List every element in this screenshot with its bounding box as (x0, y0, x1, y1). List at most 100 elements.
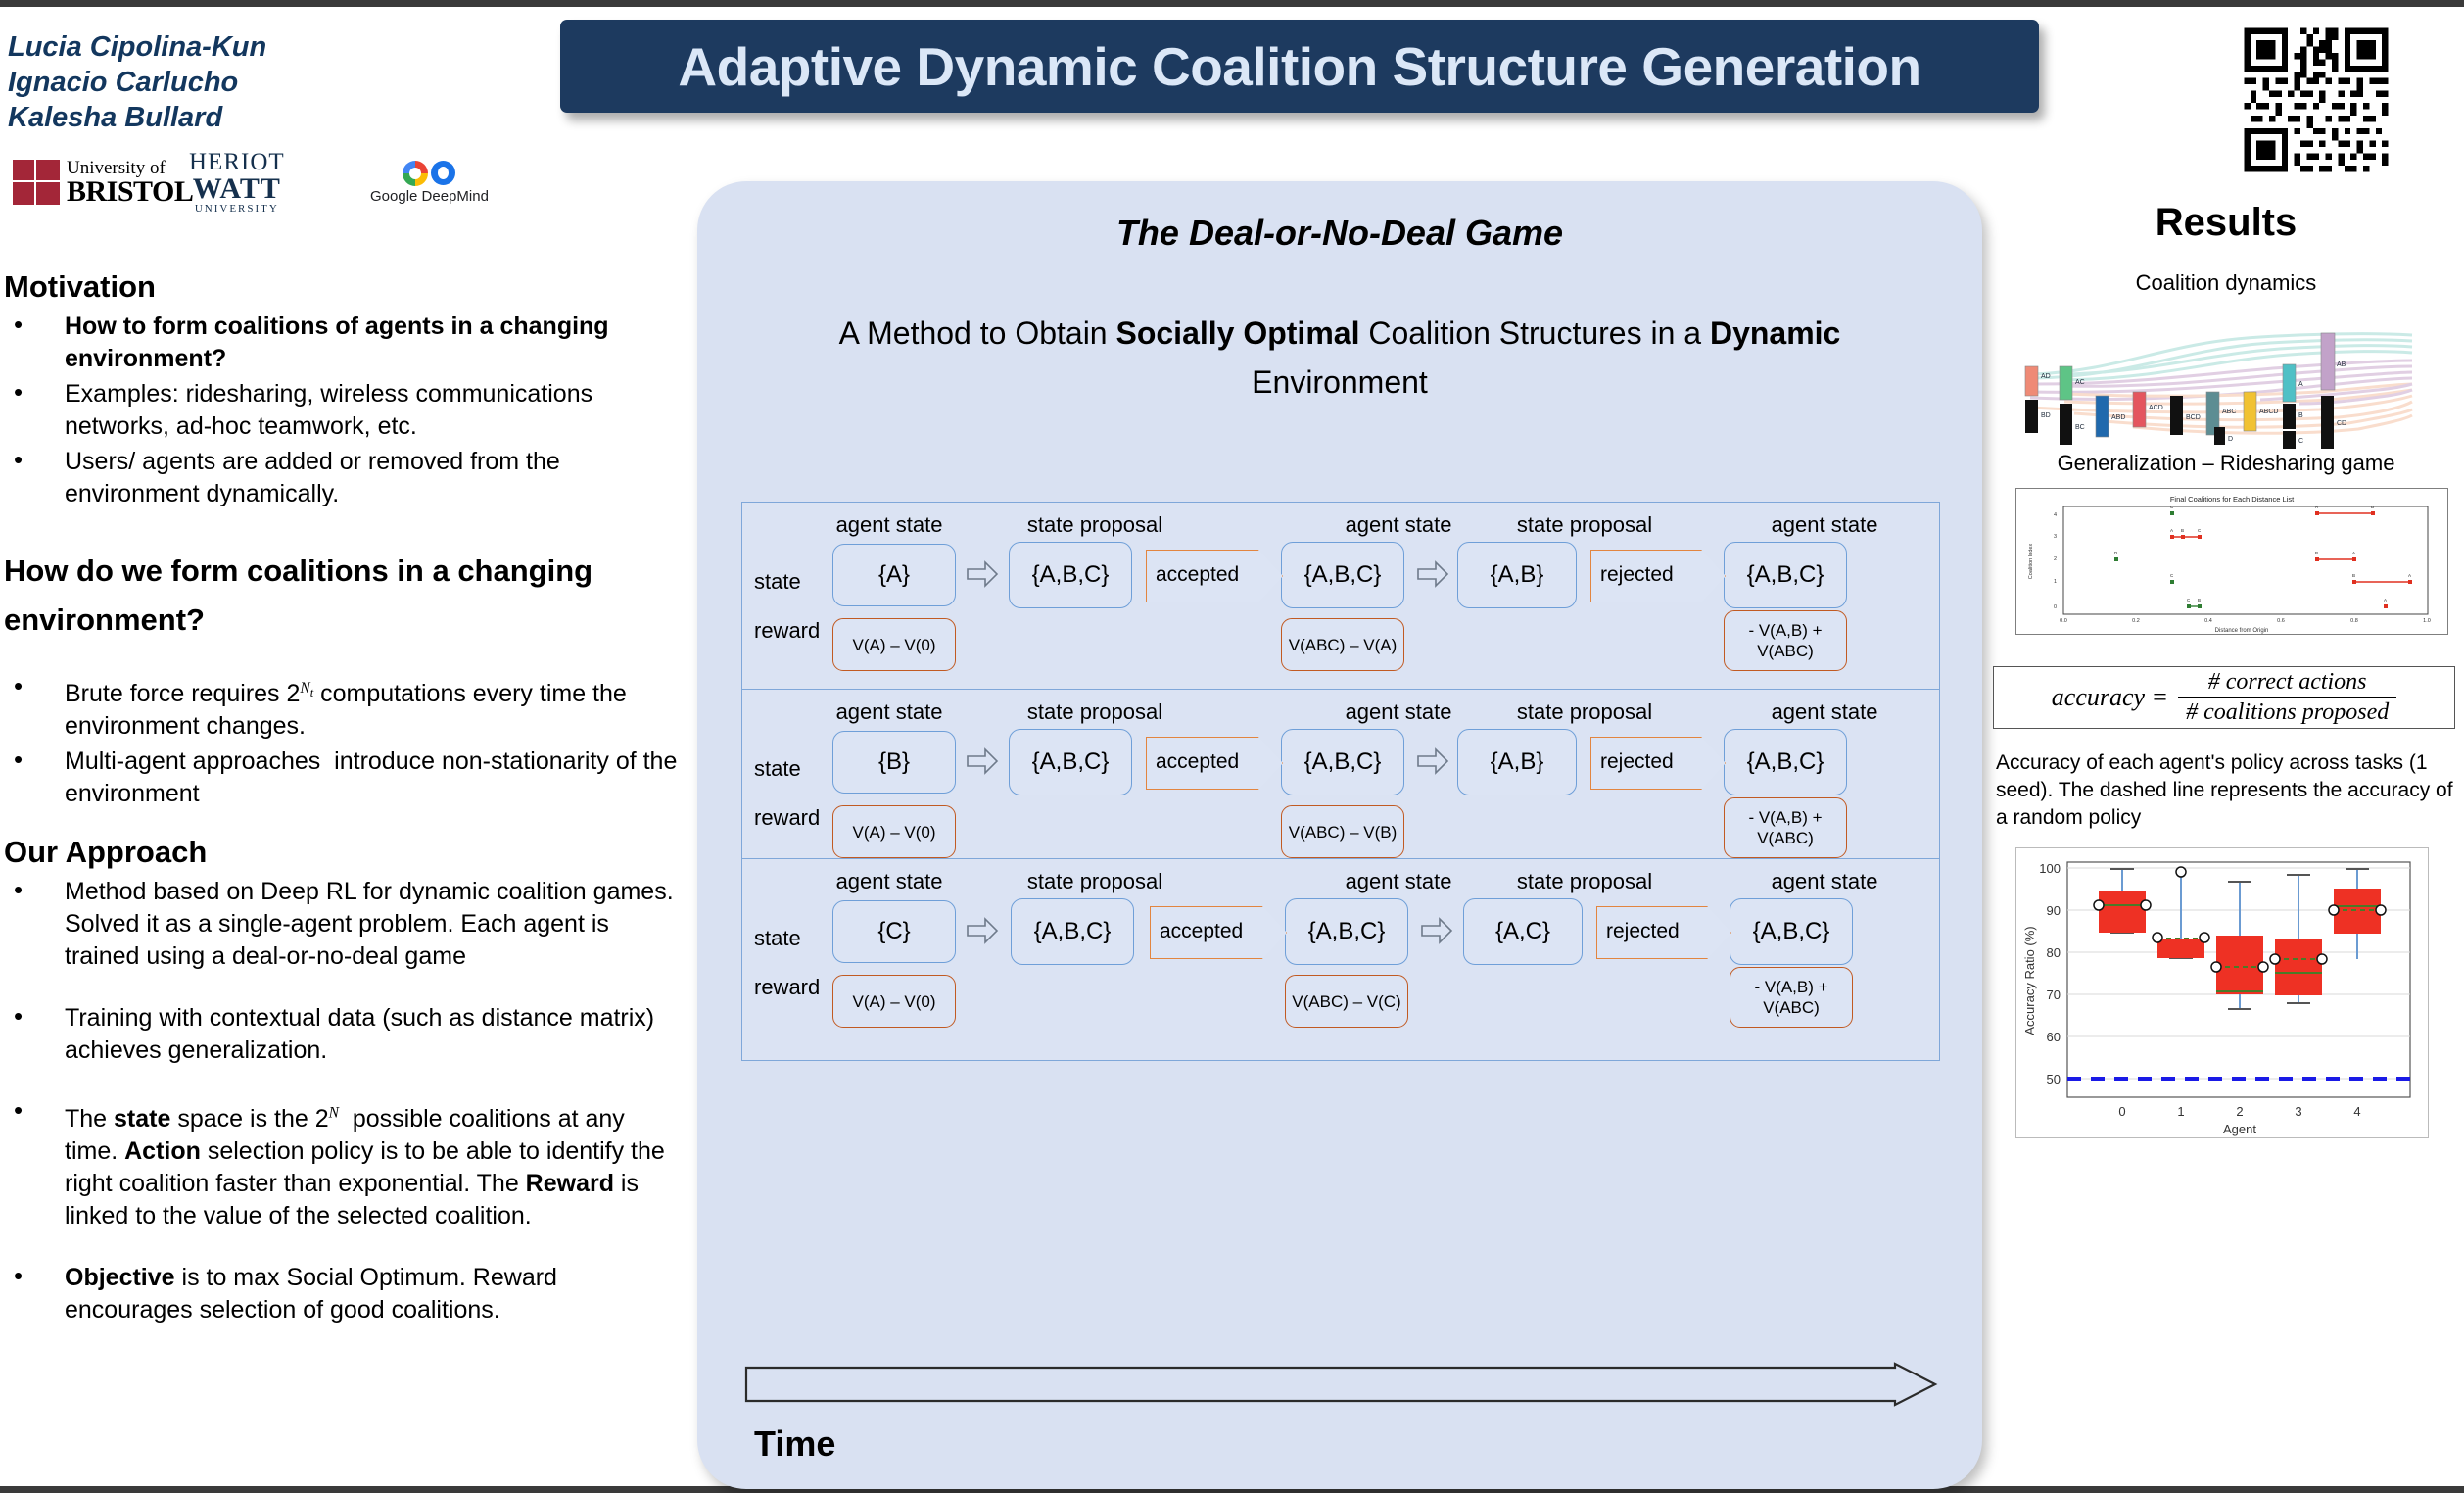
list-item: Examples: ridesharing, wireless communic… (4, 376, 680, 443)
motivation-bullet-text: Examples: ridesharing, wireless communic… (65, 380, 593, 440)
col-header-agent-state: agent state (1771, 699, 1878, 724)
x-tick: 1.0 (2423, 618, 2431, 624)
row-label-state: state (754, 569, 801, 594)
sankey-node-label: ACD (2149, 405, 2163, 411)
bristol-logo-line2: BRISTOL (67, 174, 194, 208)
point-label: C (2187, 598, 2191, 602)
point-label: A (2384, 598, 2387, 602)
row-label-state: state (754, 756, 801, 781)
point-label: C (2170, 505, 2174, 509)
proposal-node: {A,B} (1457, 542, 1577, 608)
method-part-3: Coalition Structures in a (1359, 315, 1710, 351)
boxplot-agent-3 (2269, 874, 2328, 1004)
col-header-state-proposal: state proposal (1516, 512, 1653, 537)
poster-title-banner: Adaptive Dynamic Coalition Structure Gen… (560, 20, 2039, 113)
col-header-agent-state: agent state (1771, 869, 1878, 893)
decision-chevron-rejected: rejected (1596, 906, 1731, 959)
point-label: B (2371, 505, 2374, 509)
time-axis-arrow-icon (744, 1362, 1938, 1407)
point-label: B (2352, 573, 2355, 578)
sankey-node-label: AB (2337, 361, 2346, 368)
col-header-agent-state: agent state (1771, 512, 1878, 537)
motivation-bullet-text: Users/ agents are added or removed from … (65, 448, 560, 507)
sankey-node-label: B (2298, 412, 2303, 419)
proposal-node: {A,B,C} (1009, 729, 1132, 795)
boxplot-agent-2 (2210, 881, 2269, 1010)
bottom-edge-strip (0, 1486, 2464, 1493)
row-label-reward: reward (754, 805, 821, 830)
coalition-dynamics-sankey-chart: AD AC BD BC ABD ACD BCD ABC ABCD D A B C… (2006, 323, 2446, 451)
results-heading: Results (2155, 201, 2298, 244)
y-tick: 50 (2047, 1072, 2061, 1086)
approach-bullet-3: The state space is the 2N possible coali… (65, 1104, 665, 1229)
row-label-state: state (754, 926, 801, 950)
right-arrow-icon (967, 917, 999, 944)
question-heading: How do we form coalitions in a changing … (4, 554, 593, 637)
sankey-node-label: AC (2075, 379, 2085, 386)
approach-bullet-1: Method based on Deep RL for dynamic coal… (65, 878, 674, 971)
heriot-watt-logo: HERIOT WATT UNIVERSITY (189, 150, 285, 215)
right-arrow-icon (967, 560, 999, 588)
reward-node: V(ABC) – V(A) (1281, 618, 1404, 671)
reward-node: V(A) – V(0) (832, 618, 956, 671)
sankey-node-label: C (2298, 438, 2303, 445)
decision-chevron-accepted: accepted (1150, 906, 1287, 959)
method-part-2: Socially Optimal (1115, 315, 1360, 351)
col-header-agent-state: agent state (1345, 869, 1452, 893)
approach-heading: Our Approach (4, 835, 208, 870)
y-tick: 0 (2054, 604, 2057, 610)
list-item: Training with contextual data (such as d… (4, 1000, 680, 1067)
heriot-logo-line3: UNIVERSITY (194, 203, 279, 215)
state-node: {A,B,C} (1724, 542, 1847, 608)
list-item: Multi-agent approaches introduce non-sta… (4, 744, 680, 810)
col-header-state-proposal: state proposal (1026, 699, 1163, 724)
y-tick: 4 (2054, 512, 2057, 518)
decision-chevron-rejected: rejected (1590, 550, 1726, 602)
y-axis-label: Coalition Index (2028, 544, 2034, 580)
question-bullet-list: Brute force requires 2Nt computations ev… (4, 670, 680, 810)
formula-numerator: # correct actions (2178, 669, 2397, 698)
x-tick: 0 (2118, 1104, 2125, 1119)
affiliation-logos: University of BRISTOL HERIOT WATT UNIVER… (8, 150, 517, 215)
col-header-agent-state: agent state (835, 869, 943, 893)
left-content-column: Motivation How to form coalitions of age… (4, 269, 680, 1329)
right-arrow-icon (967, 747, 999, 775)
list-item: Method based on Deep RL for dynamic coal… (4, 874, 680, 973)
bristol-logo-line1: University of (67, 157, 166, 178)
sankey-node-label: BC (2075, 424, 2085, 431)
col-header-agent-state: agent state (835, 699, 943, 724)
proposal-node: {A,B,C} (1011, 898, 1134, 965)
university-of-bristol-logo: University of BRISTOL (12, 152, 194, 213)
generalization-caption: Generalization – Ridesharing game (2057, 451, 2395, 475)
y-tick: 80 (2047, 945, 2061, 960)
sankey-node-label: A (2298, 381, 2303, 388)
author-name: Lucia Cipolina-Kun (8, 31, 267, 63)
method-part-4: Dynamic (1709, 315, 1841, 351)
state-node: {A,B,C} (1724, 729, 1847, 795)
x-tick: 4 (2353, 1104, 2360, 1119)
list-item: How to form coalitions of agents in a ch… (4, 309, 680, 375)
qr-code[interactable] (2238, 22, 2394, 178)
reward-node: V(A) – V(0) (832, 805, 956, 858)
state-node: {A,B,C} (1281, 542, 1404, 608)
col-header-state-proposal: state proposal (1026, 512, 1163, 537)
time-axis-label: Time (754, 1423, 836, 1464)
approach-bullet-list: Method based on Deep RL for dynamic coal… (4, 874, 680, 1325)
state-node: {A,B,C} (1285, 898, 1408, 965)
proposal-node: {A,B,C} (1009, 542, 1132, 608)
proposal-node: {A,B} (1457, 729, 1577, 795)
y-tick: 2 (2054, 556, 2057, 562)
deal-or-no-deal-title: The Deal-or-No-Deal Game (1115, 213, 1564, 253)
google-deepmind-logo: Google DeepMind (370, 152, 489, 213)
state-node: {A,B,C} (1281, 729, 1404, 795)
x-tick: 0.6 (2277, 618, 2285, 624)
page-title: Adaptive Dynamic Coalition Structure Gen… (678, 35, 1921, 97)
sankey-node-label: ABD (2111, 414, 2125, 421)
x-tick: 0.2 (2132, 618, 2140, 624)
y-tick: 1 (2054, 579, 2057, 585)
point-label: B (2315, 551, 2318, 555)
right-arrow-icon (1417, 747, 1449, 775)
y-tick: 100 (2039, 861, 2061, 876)
y-tick: 3 (2054, 534, 2057, 540)
approach-bullet-4: Objective is to max Social Optimum. Rewa… (65, 1263, 557, 1324)
